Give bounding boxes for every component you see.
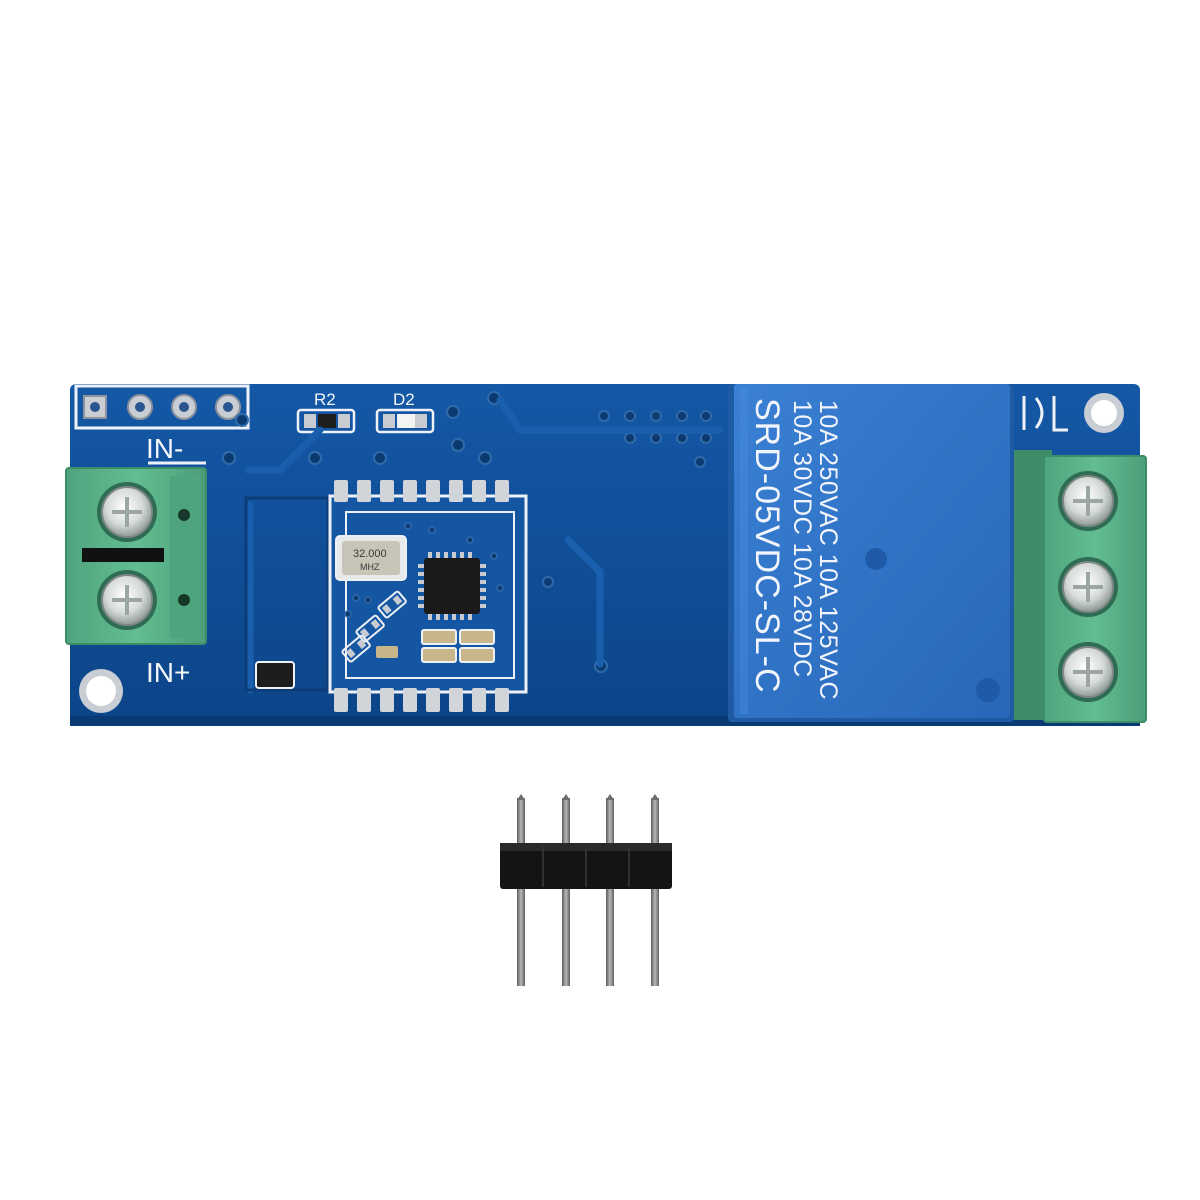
screw-nc — [1058, 642, 1118, 702]
relay-module-board: IN- IN+ R2 D2 — [65, 384, 1147, 726]
output-terminal-block — [1014, 450, 1147, 723]
pcb-traces — [244, 396, 724, 694]
header-plastic — [500, 843, 672, 889]
vias — [222, 391, 712, 673]
crystal-frequency: 32.000 — [353, 548, 387, 560]
label-in-minus: IN- — [146, 433, 183, 464]
led-d2 — [375, 408, 435, 434]
screw-no — [1058, 557, 1118, 617]
label-d2: D2 — [393, 390, 415, 409]
header-pad-outline — [74, 384, 250, 430]
crystal-oscillator: 32.000 MHZ — [335, 535, 407, 581]
screw-com — [1058, 471, 1118, 531]
relay: 10A 250VAC 10A 125VAC 10A 30VDC 10A 28VD… — [728, 384, 1014, 722]
relay-rating-line1: 10A 250VAC 10A 125VAC — [814, 400, 842, 700]
mounting-hole-top-right — [1084, 393, 1124, 433]
main-chip — [418, 552, 486, 620]
pcb-edge-shadow — [70, 716, 1140, 726]
header-pads — [83, 394, 241, 420]
silkscreen-symbol — [1022, 396, 1068, 432]
crystal-unit: MHZ — [360, 562, 380, 572]
pin-header-4p — [500, 794, 672, 986]
input-terminal-block — [65, 467, 207, 645]
resistor-r2 — [296, 408, 356, 434]
module-pads-bottom — [334, 688, 509, 712]
header-pins — [517, 794, 659, 986]
label-in-plus: IN+ — [146, 657, 190, 688]
module-passives — [341, 590, 495, 663]
wifi-module: 32.000 MHZ — [328, 480, 528, 712]
relay-model: SRD-05VDC-SL-C — [748, 398, 786, 694]
relay-marker-bottom — [976, 678, 1000, 702]
screw-in-minus — [97, 482, 157, 542]
module-pads-top — [334, 480, 509, 502]
relay-marker-top — [865, 548, 887, 570]
mounting-hole-bottom-left — [79, 669, 123, 713]
antenna-pad — [255, 661, 295, 689]
screw-in-plus — [97, 570, 157, 630]
relay-rating-line2: 10A 30VDC 10A 28VDC — [788, 400, 816, 678]
antenna-area — [244, 496, 330, 692]
label-r2: R2 — [314, 390, 336, 409]
